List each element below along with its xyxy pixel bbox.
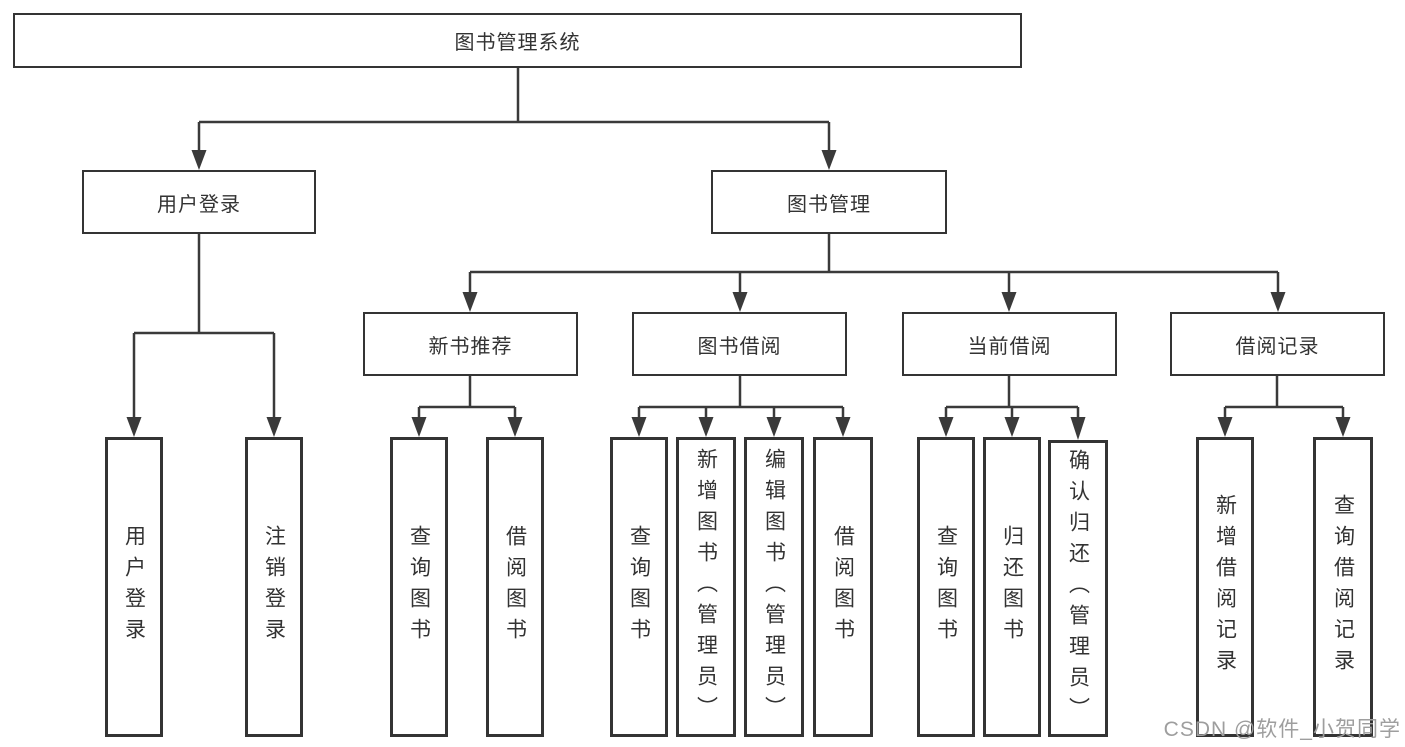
leaf-query-books-2: 查询图书 [610,437,668,737]
leaf-borrow-books-2: 借阅图书 [813,437,873,737]
leaf-add-borrow-record: 新增借阅记录 [1196,437,1254,737]
connector-bookmgmt-to-level3 [462,234,1286,312]
leaf-add-book-admin-label: 新增图书（管理员） [694,447,718,727]
leaf-borrow-books-1: 借阅图书 [486,437,544,737]
leaf-user-login-label: 用户登录 [122,525,146,649]
leaf-query-books-3-label: 查询图书 [934,525,958,649]
node-book-borrow-label: 图书借阅 [697,335,782,358]
leaf-query-books-1-label: 查询图书 [407,525,431,649]
leaf-edit-book-admin-label: 编辑图书（管理员） [762,447,786,727]
leaf-query-borrow-record: 查询借阅记录 [1313,437,1373,737]
leaf-logout: 注销登录 [245,437,303,737]
csdn-watermark: CSDN @软件_小贺同学 [1163,718,1401,741]
leaf-add-book-admin: 新增图书（管理员） [676,437,736,737]
node-root: 图书管理系统 [13,13,1022,68]
node-borrow-records-label: 借阅记录 [1235,335,1320,358]
connector-currentborrow-to-leaves [938,376,1086,440]
node-current-borrow: 当前借阅 [902,312,1117,376]
leaf-confirm-return-admin: 确认归还（管理员） [1048,440,1108,737]
leaf-query-books-3: 查询图书 [917,437,975,737]
leaf-user-login: 用户登录 [105,437,163,737]
leaf-borrow-books-2-label: 借阅图书 [831,525,855,649]
node-new-book-recommend: 新书推荐 [363,312,578,376]
leaf-confirm-return-admin-label: 确认归还（管理员） [1066,449,1090,728]
node-user-login: 用户登录 [82,170,316,234]
node-borrow-records: 借阅记录 [1170,312,1385,376]
node-user-login-label: 用户登录 [157,193,241,216]
node-new-book-recommend-label: 新书推荐 [428,335,513,358]
connector-root-to-level2 [191,68,837,170]
leaf-query-books-2-label: 查询图书 [627,525,651,649]
connector-bookborrow-to-leaves [631,376,851,437]
leaf-edit-book-admin: 编辑图书（管理员） [744,437,804,737]
leaf-query-books-1: 查询图书 [390,437,448,737]
connector-newbook-to-leaves [411,376,523,437]
node-book-borrow: 图书借阅 [632,312,847,376]
leaf-query-borrow-record-label: 查询借阅记录 [1331,494,1355,680]
leaf-add-borrow-record-label: 新增借阅记录 [1213,494,1237,680]
node-book-management: 图书管理 [711,170,947,234]
node-root-label: 图书管理系统 [454,32,581,54]
connector-records-to-leaves [1217,376,1351,437]
connector-userlogin-to-leaves [126,234,282,437]
leaf-borrow-books-1-label: 借阅图书 [503,525,527,649]
leaf-return-book: 归还图书 [983,437,1041,737]
node-current-borrow-label: 当前借阅 [967,335,1052,358]
leaf-logout-label: 注销登录 [262,525,286,649]
leaf-return-book-label: 归还图书 [1000,525,1024,649]
node-book-management-label: 图书管理 [787,193,871,216]
